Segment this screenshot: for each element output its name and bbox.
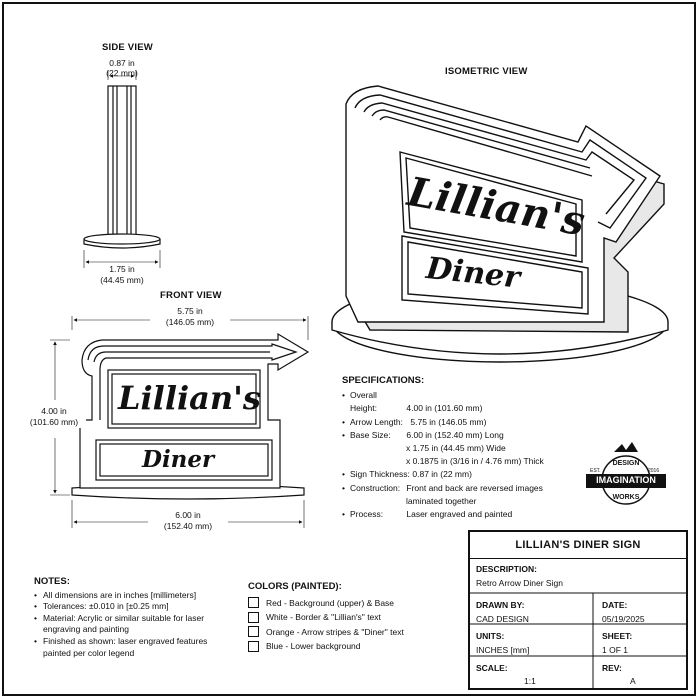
units-value: INCHES [mm]: [476, 645, 530, 655]
front-view-label: FRONT VIEW: [160, 290, 222, 301]
side-thickness-dim: 0.87 in (22 mm): [106, 58, 138, 78]
checkbox-icon: [248, 626, 259, 638]
logo-bottom-text: WORKS: [612, 494, 640, 501]
scale-value: 1:1: [524, 676, 536, 686]
isometric-view-drawing: [331, 85, 669, 363]
logo-top-text: DESIGN: [612, 460, 640, 467]
title-block-grid: [469, 592, 687, 689]
spec-row-cont: x 1.75 in (44.45 mm) Wide: [406, 443, 506, 454]
spec-row: Process: Laser engraved and painted: [342, 508, 544, 521]
units-label: UNITS:: [476, 631, 505, 641]
drawn-by-value: CAD DESIGN: [476, 614, 529, 624]
front-width-dim: 5.75 in (146.05 mm): [150, 306, 230, 328]
sheet-value: 1 OF 1: [602, 645, 628, 655]
isometric-view-label: ISOMETRIC VIEW: [445, 66, 528, 77]
notes: NOTES: All dimensions are in inches [mil…: [34, 576, 234, 659]
color-legend-item: Red - Background (upper) & Base: [248, 596, 404, 611]
logo-main-text: IMAGINATION: [596, 475, 656, 485]
front-sign-line2: Diner: [142, 446, 215, 473]
side-base-dim: 1.75 in (44.45 mm): [100, 264, 144, 285]
side-view-label: SIDE VIEW: [102, 42, 153, 53]
checkbox-icon: [248, 597, 259, 609]
front-sign-line1: Lillian's: [118, 379, 261, 417]
color-legend-item: Orange - Arrow stripes & "Diner" text: [248, 625, 404, 640]
description-label: DESCRIPTION:: [476, 564, 537, 574]
sheet-label: SHEET:: [602, 631, 633, 641]
rev-value: A: [630, 676, 636, 686]
note-item: Material: Acrylic or similar suitable fo…: [34, 613, 234, 636]
color-legend-heading: COLORS (PAINTED):: [248, 581, 342, 592]
title-block-title: LILLIAN'S DINER SIGN: [470, 532, 686, 559]
checkbox-icon: [248, 611, 259, 623]
color-legend-item: Blue - Lower background: [248, 639, 404, 654]
front-height-dim: 4.00 in (101.60 mm): [22, 406, 86, 428]
drawn-by-label: DRAWN BY:: [476, 600, 525, 610]
spec-row-cont: laminated together: [406, 495, 477, 506]
checkbox-icon: [248, 640, 259, 652]
color-legend: COLORS (PAINTED): Red - Background (uppe…: [248, 580, 404, 654]
note-item: All dimensions are in inches [millimeter…: [34, 590, 234, 602]
logo-est: EST.: [590, 468, 601, 474]
title-block: LILLIAN'S DINER SIGN DESCRIPTION: Retro …: [468, 530, 688, 690]
spec-row: Overall Height: 4.00 in (101.60 mm): [342, 389, 544, 415]
spec-row-cont: x 0.1875 in (3/16 in / 4.76 mm) Thick: [406, 456, 544, 467]
specifications: SPECIFICATIONS: Overall Height: 4.00 in …: [342, 374, 544, 521]
spec-row: Construction: Front and back are reverse…: [342, 482, 544, 495]
notes-heading: NOTES:: [34, 576, 70, 587]
date-value: 05/19/2025: [602, 614, 645, 624]
spec-row: Base Size: 6.00 in (152.40 mm) Long: [342, 429, 544, 442]
front-base-dim: 6.00 in (152.40 mm): [148, 510, 228, 532]
note-item: Tolerances: ±0.010 in [±0.25 mm]: [34, 601, 234, 613]
imagination-design-works-logo: DESIGN IMAGINATION WORKS EST. 2016: [586, 440, 666, 516]
front-view-drawing: [50, 316, 310, 528]
color-legend-item: White - Border & "Lillian's" text: [248, 610, 404, 625]
description-value: Retro Arrow Diner Sign: [476, 578, 563, 588]
rev-label: REV:: [602, 663, 622, 673]
spec-row: Arrow Length: 5.75 in (146.05 mm): [342, 416, 544, 429]
logo-year: 2016: [648, 468, 660, 474]
date-label: DATE:: [602, 600, 628, 610]
spec-row: Sign Thickness: 0.87 in (22 mm): [342, 468, 544, 481]
specifications-heading: SPECIFICATIONS:: [342, 375, 425, 386]
note-item: Finished as shown: laser engraved featur…: [34, 636, 234, 659]
scale-label: SCALE:: [476, 663, 508, 673]
side-view-drawing: [83, 70, 161, 268]
